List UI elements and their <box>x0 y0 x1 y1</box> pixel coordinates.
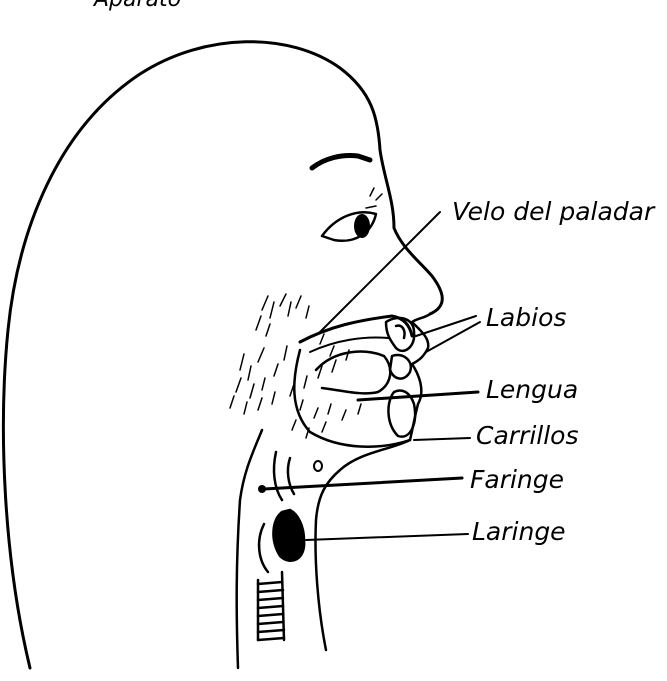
larynx <box>259 510 304 572</box>
leader-labios-upper <box>416 316 476 336</box>
head-outline <box>3 42 442 668</box>
leader-faringe <box>264 478 462 489</box>
leader-velo <box>318 212 440 334</box>
label-lengua: Lengua <box>486 375 578 404</box>
leader-labios-lower <box>426 322 480 352</box>
label-carrillos: Carrillos <box>476 421 579 450</box>
partial-title: Aparato <box>92 0 181 12</box>
label-laringe: Laringe <box>472 517 566 546</box>
leader-carrillos <box>414 438 470 440</box>
leader-laringe <box>306 534 468 540</box>
eye <box>322 188 382 241</box>
eyebrow <box>312 156 370 169</box>
tongue <box>316 352 390 394</box>
label-velo-del-paladar: Velo del paladar <box>452 197 656 226</box>
pharynx <box>258 452 322 500</box>
label-faringe: Faringe <box>470 465 564 494</box>
label-labios: Labios <box>486 303 566 332</box>
trachea <box>258 572 284 640</box>
chin-neck-outline <box>315 440 410 650</box>
